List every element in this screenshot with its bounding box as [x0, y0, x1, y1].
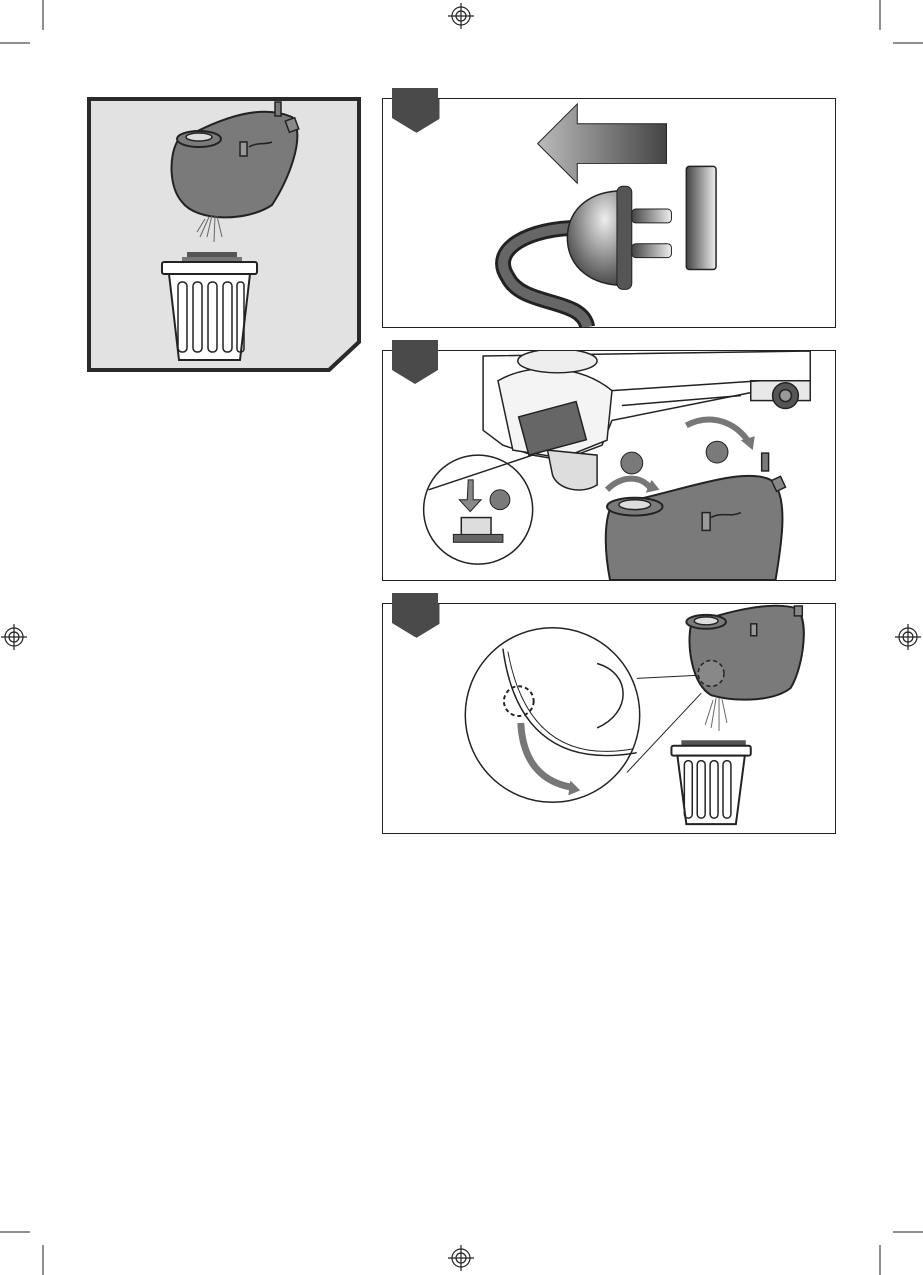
socket-icon — [686, 166, 716, 269]
trash-bin-icon — [671, 746, 750, 824]
step-panel-empty-bag — [382, 603, 836, 834]
zipper-detail-icon — [465, 628, 701, 802]
step-panel-remove-bag — [382, 350, 836, 581]
step-panel-unplug — [382, 98, 836, 328]
step-marker-unplug — [392, 88, 438, 132]
hero-illustration — [87, 97, 361, 372]
plug-icon — [503, 186, 671, 327]
release-latch-icon — [424, 455, 533, 564]
hero-figure-panel — [87, 97, 361, 372]
empty-bag-illustration — [383, 604, 835, 833]
step-marker-empty-bag — [392, 593, 438, 637]
collection-bag-icon — [686, 606, 803, 700]
left-arrow-icon — [538, 104, 667, 183]
step-marker-remove-bag — [392, 340, 438, 384]
unplug-illustration — [383, 99, 835, 327]
remove-bag-illustration — [383, 351, 835, 580]
